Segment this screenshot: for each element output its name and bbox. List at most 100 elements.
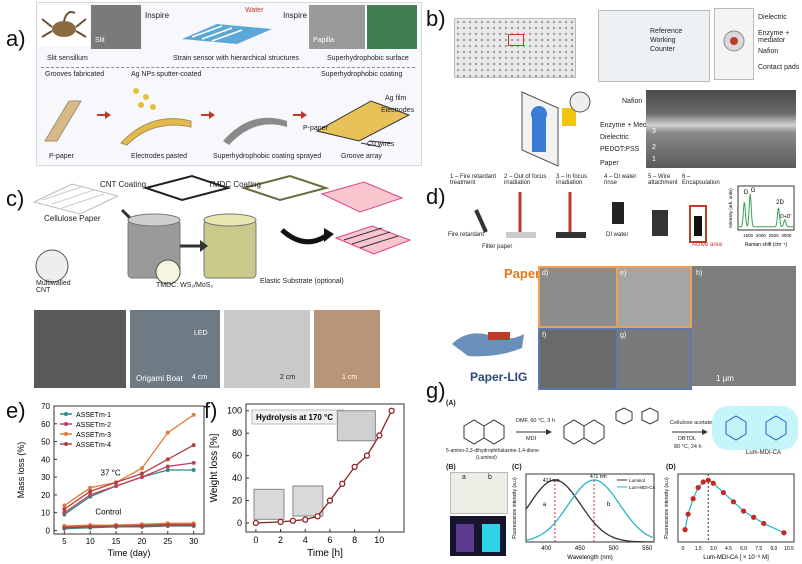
data-point	[88, 524, 93, 529]
raman-tick-label: 2500	[769, 233, 780, 238]
y-tick-label: 50	[41, 438, 50, 447]
plot-frame	[245, 403, 405, 533]
x-tick-label: 5	[62, 537, 67, 546]
panel-e-letter: e)	[6, 398, 26, 423]
divider	[41, 67, 415, 68]
groove-array-label: Groove array	[341, 153, 382, 160]
series-curve	[525, 479, 653, 541]
electrodes-label: Electrodes	[381, 107, 415, 114]
data-point	[88, 492, 93, 497]
fire-retardant-label: Fire retardant	[448, 232, 485, 238]
data-point	[751, 514, 757, 520]
data-point	[165, 430, 170, 435]
reference-label: Reference	[650, 28, 683, 35]
legend-label: ASSETm-2	[76, 422, 111, 429]
sem-f	[538, 328, 618, 390]
plot-frame	[677, 473, 795, 543]
sem-g	[616, 328, 692, 390]
y-tick-label: 60	[41, 420, 50, 429]
sub-b-label: (B)	[446, 464, 456, 471]
data-point	[165, 457, 170, 462]
data-point	[139, 466, 144, 471]
slit-sensillum-label: Slit sensillum	[47, 55, 88, 62]
panel-g-frame: (A) DMF, 60 °C, 3 h MDI Cellulose acetat…	[446, 398, 798, 562]
reagent-2: MDI	[526, 436, 537, 442]
data-point	[761, 520, 767, 527]
raman-ylabel: Intensity (arb. units)	[728, 188, 733, 228]
x-tick-label: 4	[303, 535, 308, 545]
papilla-sem	[309, 5, 365, 49]
legend-label: Luminol	[629, 478, 645, 483]
y-tick-label: 100	[227, 406, 242, 416]
data-point	[114, 480, 119, 485]
data-point	[139, 471, 144, 476]
cnt-coating-label: CNT Coating	[100, 180, 147, 189]
panel-d-frame: 1 – Fire retardant treatment 2 – Out of …	[446, 174, 798, 392]
panel-c-letter: c)	[6, 186, 25, 211]
x-tick-label: 10	[86, 537, 95, 546]
scale-1cm: 1 cm	[342, 374, 358, 381]
x-tick-label: 10	[374, 535, 384, 545]
y-axis-label: Fluorescence intensity (a.u)	[512, 477, 518, 539]
sem-f-label: f)	[542, 332, 547, 339]
product-label: Lum-MDI-CA	[746, 450, 782, 456]
data-point	[700, 479, 706, 485]
luminol-short: (Luminol)	[476, 455, 497, 461]
reagent-3: Cellulose acetate	[670, 420, 713, 426]
nafion-label: Nafion	[758, 48, 779, 55]
legend-marker	[64, 432, 68, 436]
x-tick-label: 10.5	[784, 546, 794, 552]
dielectric-label: Dielectric	[758, 14, 787, 21]
peak-label-1: 413 nm	[543, 478, 560, 484]
working-label: Working	[650, 37, 676, 44]
water-label: Water	[245, 7, 264, 14]
stack-dielectric-label: Dielectric	[600, 134, 629, 141]
data-point	[685, 511, 691, 517]
step-1: 1 – Fire retardant treatment	[450, 174, 497, 186]
curve-b-label: b	[607, 502, 611, 508]
p-paper-label: P-paper	[49, 153, 74, 160]
stack-nafion-label: Nafion	[622, 98, 643, 105]
x-axis-label: Time [h]	[307, 548, 343, 559]
data-point	[705, 477, 711, 483]
grooves-label: Grooves fabricated	[45, 71, 105, 78]
data-point	[191, 443, 196, 448]
series-line	[63, 444, 194, 510]
scale-1um: 1 μm	[716, 374, 734, 383]
filter-paper-label: Filter paper	[482, 244, 513, 250]
paper-label: Paper	[504, 266, 541, 281]
peak-g: G	[751, 188, 756, 194]
panel-a-letter: a)	[6, 26, 26, 51]
y-tick-label: 20	[232, 496, 242, 506]
raman-tick-label: 2000	[756, 233, 767, 238]
step-5: 5 – Wire attachment	[648, 174, 678, 186]
data-point	[252, 519, 260, 527]
superhydrophobic-label: Superhydrophobic surface	[327, 55, 409, 62]
p-paper-side-label: P-paper	[303, 125, 328, 132]
data-point	[740, 508, 747, 514]
scale-2cm: 2 cm	[280, 374, 296, 381]
data-point	[62, 503, 67, 508]
x-tick-label: 2	[278, 535, 283, 545]
data-point	[730, 499, 737, 505]
cellulose-label: Cellulose Paper	[44, 214, 101, 223]
panel-a-frame: Slit Slit sensillum Inspire Water Inspir…	[36, 2, 422, 166]
stack-enzyme-label: Enzyme + Mediator	[600, 122, 661, 129]
inspire-label-2: Inspire	[283, 11, 308, 20]
series-line	[64, 525, 194, 530]
electrode-sheet	[454, 18, 576, 78]
x-tick-label: 400	[541, 546, 552, 552]
legend-marker	[64, 412, 68, 416]
data-point	[690, 496, 696, 502]
plot-frame	[53, 405, 205, 535]
x-tick-label: 550	[642, 546, 653, 552]
di-water-label: DI water	[606, 232, 629, 238]
data-point	[720, 489, 726, 496]
data-point	[695, 485, 701, 491]
fabrication-illustration	[44, 88, 411, 148]
zoom-panel	[598, 10, 710, 82]
data-point	[62, 525, 67, 530]
series-line	[64, 524, 194, 529]
